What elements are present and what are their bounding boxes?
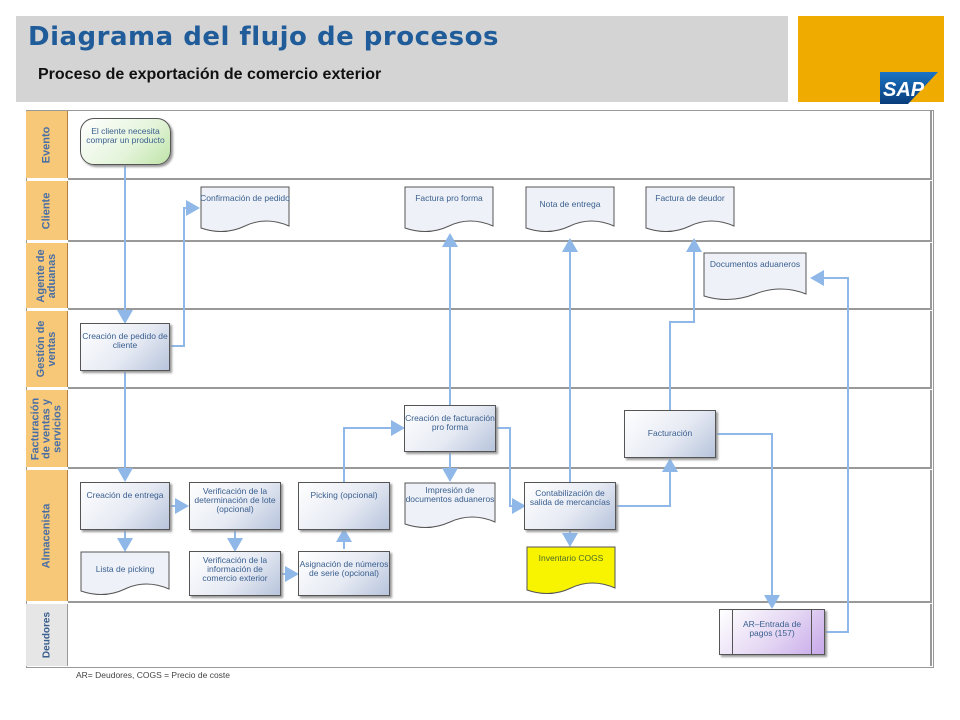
lane-label-facturacion: Facturación de ventas y servicios bbox=[26, 390, 68, 467]
lane-facturacion bbox=[68, 390, 932, 469]
process-batch-check: Verificación de la determinación de lote… bbox=[189, 482, 281, 530]
swimlane-frame bbox=[26, 110, 934, 668]
arrow-billing-to-debtor bbox=[669, 238, 702, 410]
process-create-proforma: Creación de facturación pro forma bbox=[404, 405, 496, 452]
lane-label-evento: Evento bbox=[26, 111, 68, 178]
ar-right-bar bbox=[811, 610, 812, 654]
page-title: Diagrama del flujo de procesos bbox=[28, 22, 499, 52]
doc-inventory-cogs: Inventario COGS bbox=[526, 546, 616, 596]
page-subtitle: Proceso de exportación de comercio exter… bbox=[38, 66, 382, 83]
arrow-goodsissue-to-billing bbox=[616, 458, 678, 507]
arrow-picking-to-proforma bbox=[343, 420, 405, 482]
footnote: AR= Deudores, COGS = Precio de coste bbox=[76, 670, 231, 680]
lane-evento bbox=[68, 111, 932, 180]
process-goods-issue: Contabilización de salida de mercancías bbox=[524, 482, 616, 530]
arrow-billing-to-ar bbox=[716, 433, 780, 609]
lane-label-gestion: Gestión de ventas bbox=[26, 311, 68, 387]
ar-left-bar bbox=[732, 610, 733, 654]
arrow-proforma-to-goodsissue bbox=[496, 427, 526, 514]
doc-print-customs: Impresión de documentos aduaneros bbox=[404, 482, 496, 530]
lane-gestion bbox=[68, 311, 932, 389]
lane-label-deudores: Deudores bbox=[26, 604, 68, 666]
doc-delivery-note: Nota de entrega bbox=[525, 186, 615, 234]
doc-picking-list: Lista de picking bbox=[80, 551, 170, 597]
header-banner: Diagrama del flujo de procesos Proceso d… bbox=[16, 16, 788, 102]
doc-confirm-order: Confirmación de pedido bbox=[200, 186, 290, 234]
process-ar-payment: AR–Entrada de pagos (157) bbox=[719, 609, 825, 655]
sap-logo: SAP bbox=[880, 72, 938, 104]
process-create-order: Creación de pedido de cliente bbox=[80, 323, 170, 371]
process-billing: Facturación bbox=[624, 410, 716, 458]
doc-customs-documents: Documentos aduaneros bbox=[703, 252, 807, 302]
process-trade-check: Verificación de la información de comerc… bbox=[189, 551, 281, 596]
arrow-order-to-confirm bbox=[170, 200, 200, 347]
arrow-ar-to-customs bbox=[810, 270, 849, 633]
process-picking: Picking (opcional) bbox=[298, 482, 390, 530]
event-start: El cliente necesita comprar un producto bbox=[80, 118, 171, 165]
lane-label-cliente: Cliente bbox=[26, 181, 68, 240]
doc-proforma-invoice: Factura pro forma bbox=[404, 186, 494, 234]
lane-label-agente: Agente de aduanas bbox=[26, 243, 68, 308]
sap-logo-text: SAP bbox=[883, 79, 925, 101]
process-serial-numbers: Asignación de números de serie (opcional… bbox=[298, 551, 390, 596]
lane-label-almacenista: Almacenista bbox=[26, 470, 68, 601]
process-create-delivery: Creación de entrega bbox=[80, 482, 170, 530]
doc-debtor-invoice: Factura de deudor bbox=[645, 186, 735, 234]
